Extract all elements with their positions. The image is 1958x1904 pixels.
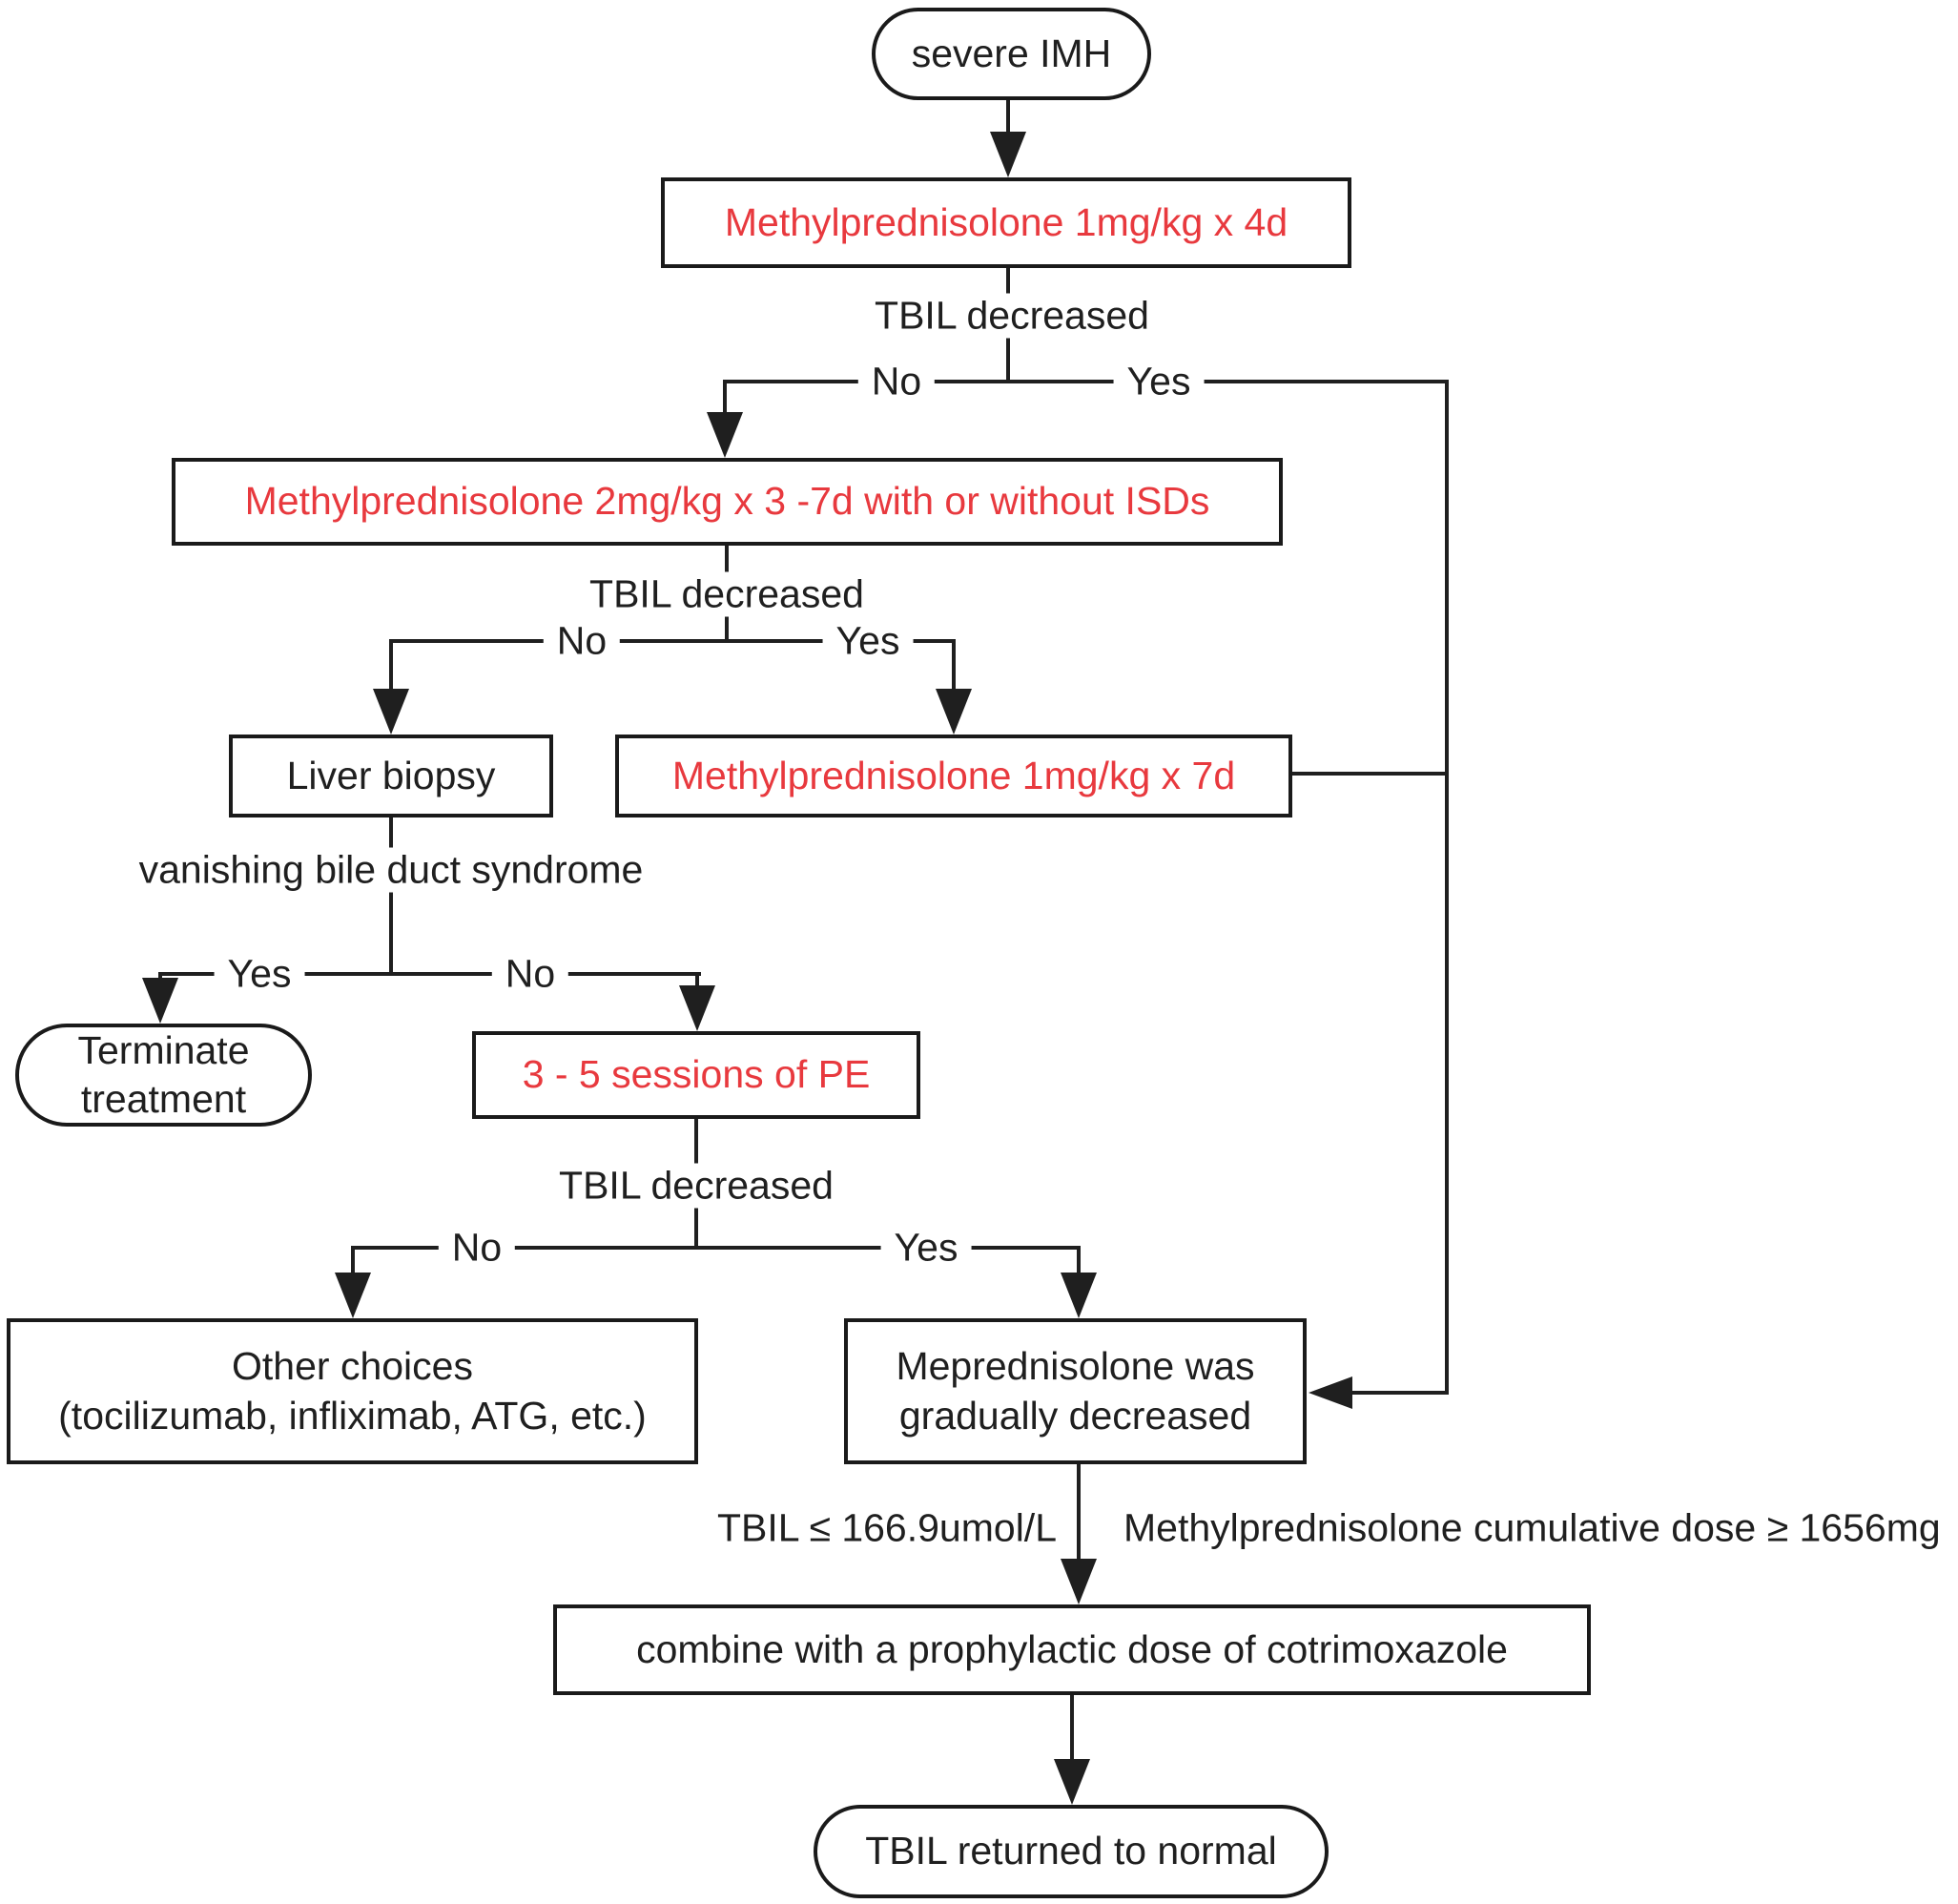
- connector-branch2-no: [389, 639, 393, 700]
- arrowhead-taper-top: [1061, 1273, 1097, 1318]
- node-other-choices: Other choices (tocilizumab, infliximab, …: [7, 1318, 698, 1464]
- connector-yes-right-vertical: [1445, 380, 1449, 1395]
- decision4-label: TBIL decreased: [549, 1163, 843, 1209]
- node-tbil-normal: TBIL returned to normal: [814, 1805, 1329, 1898]
- connector-start-step1: [1006, 100, 1010, 141]
- arrowhead-end: [1054, 1759, 1090, 1805]
- arrowhead-taper-right: [1309, 1376, 1352, 1409]
- branch3-yes-label: Yes: [214, 951, 305, 997]
- node-liver-biopsy-label: Liver biopsy: [286, 753, 496, 797]
- node-tbil-normal-label: TBIL returned to normal: [865, 1829, 1277, 1873]
- connector-cotrim-end: [1070, 1695, 1074, 1767]
- node-severe-imh: severe IMH: [872, 8, 1151, 100]
- decision1-label: TBIL decreased: [865, 293, 1159, 339]
- connector-branch3-no: [695, 972, 699, 997]
- branch4-no-label: No: [438, 1225, 516, 1271]
- connector-step3-right: [1292, 772, 1447, 776]
- node-other-choices-line2: (tocilizumab, infliximab, ATG, etc.): [58, 1393, 647, 1438]
- arrowhead-cotrim: [1061, 1559, 1097, 1604]
- branch3-no-label: No: [491, 951, 569, 997]
- node-mp-2mg-isds-label: Methylprednisolone 2mg/kg x 3 -7d with o…: [244, 479, 1210, 524]
- node-cotrimoxazole-label: combine with a prophylactic dose of cotr…: [636, 1626, 1508, 1671]
- node-taper: Meprednisolone was gradually decreased: [844, 1318, 1307, 1464]
- branch1-yes-label: Yes: [1113, 359, 1205, 404]
- node-taper-line1: Meprednisolone was: [896, 1344, 1255, 1389]
- connector-branch1-no: [723, 380, 727, 422]
- node-taper-line2: gradually decreased: [898, 1393, 1252, 1438]
- node-pe-sessions-label: 3 - 5 sessions of PE: [522, 1052, 871, 1097]
- arrowhead-step1: [990, 132, 1026, 177]
- node-mp-1mg-4d-label: Methylprednisolone 1mg/kg x 4d: [724, 199, 1288, 244]
- branch1-no-label: No: [857, 359, 936, 404]
- node-pe-sessions: 3 - 5 sessions of PE: [472, 1031, 920, 1119]
- arrowhead-liver-biopsy: [373, 689, 409, 735]
- decision3-label: vanishing bile duct syndrome: [129, 847, 653, 893]
- node-other-choices-line1: Other choices: [232, 1344, 473, 1389]
- node-mp-1mg-7d-label: Methylprednisolone 1mg/kg x 7d: [671, 753, 1236, 797]
- branch2-line: [389, 639, 956, 643]
- branch1-line: [723, 380, 1449, 383]
- connector-branch2-yes: [952, 639, 956, 700]
- arrowhead-step3: [936, 689, 972, 735]
- node-terminate-line1: Terminate: [77, 1027, 250, 1072]
- arrowhead-terminate: [142, 978, 178, 1024]
- node-terminate-line2: treatment: [80, 1077, 247, 1121]
- connector-right-to-taper: [1345, 1391, 1449, 1395]
- condition-dose-label: Methylprednisolone cumulative dose ≥ 165…: [1123, 1505, 1941, 1550]
- branch4-line: [351, 1246, 1081, 1250]
- node-cotrimoxazole: combine with a prophylactic dose of cotr…: [553, 1604, 1591, 1695]
- arrowhead-pe: [679, 985, 715, 1031]
- node-mp-1mg-7d: Methylprednisolone 1mg/kg x 7d: [615, 735, 1292, 817]
- decision2-label: TBIL decreased: [580, 571, 874, 617]
- node-terminate-treatment: Terminate treatment: [15, 1024, 312, 1127]
- branch2-yes-label: Yes: [822, 618, 914, 664]
- node-mp-2mg-isds: Methylprednisolone 2mg/kg x 3 -7d with o…: [172, 458, 1283, 546]
- connector-taper-cotrim: [1077, 1464, 1081, 1566]
- node-mp-1mg-4d: Methylprednisolone 1mg/kg x 4d: [661, 177, 1351, 268]
- arrowhead-other-choices: [335, 1273, 371, 1318]
- branch2-no-label: No: [543, 618, 621, 664]
- arrowhead-step2: [707, 412, 743, 458]
- branch4-yes-label: Yes: [880, 1225, 972, 1271]
- node-severe-imh-label: severe IMH: [911, 31, 1112, 75]
- connector-branch4-yes: [1077, 1246, 1081, 1280]
- branch3-line: [158, 972, 701, 976]
- condition-tbil-label: TBIL ≤ 166.9umol/L: [716, 1505, 1057, 1550]
- connector-branch4-no: [351, 1246, 355, 1280]
- node-liver-biopsy: Liver biopsy: [229, 735, 553, 817]
- connector-liver-branch3: [389, 817, 393, 976]
